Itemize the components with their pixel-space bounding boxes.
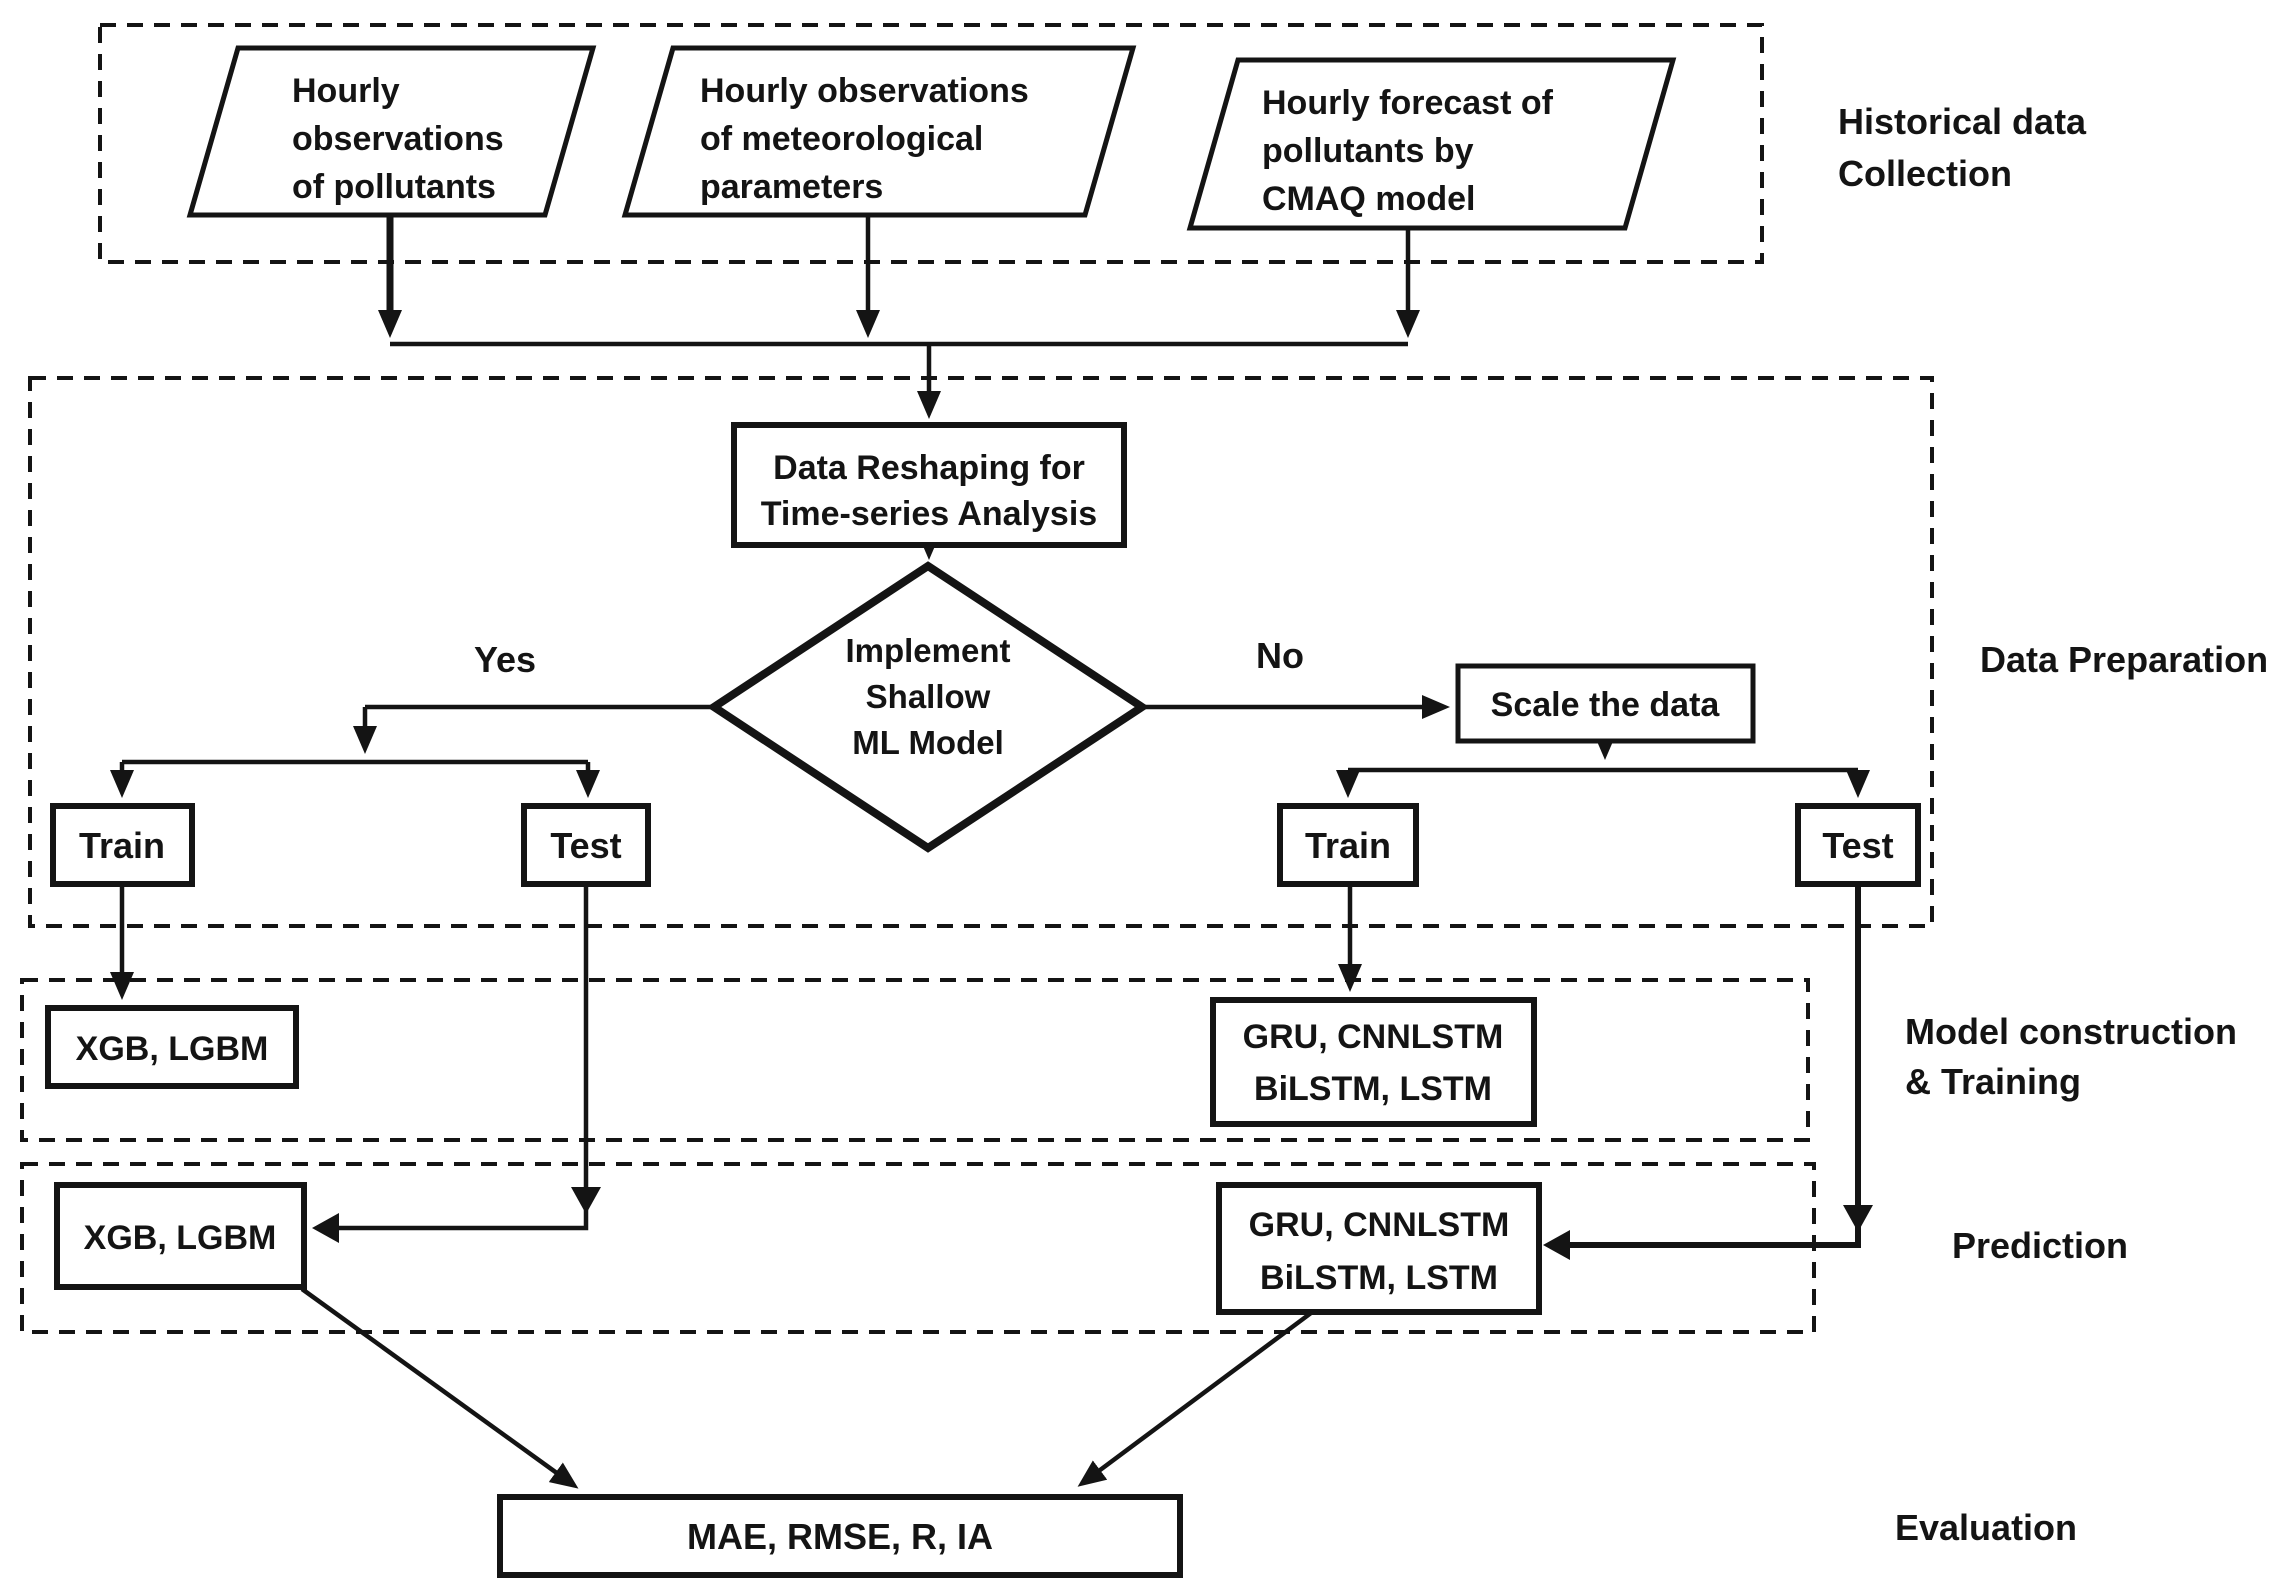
node-train-right: Train: [1277, 803, 1419, 887]
input-cmaq-line2: pollutants by: [1262, 132, 1474, 170]
reshape-line1: Data Reshaping for: [773, 449, 1085, 487]
test-left-left-arrowhead: [312, 1213, 339, 1243]
node-scale: Scale the data: [1455, 663, 1756, 744]
shallow-prediction-box: [54, 1182, 307, 1290]
train-left-label: Train: [79, 825, 165, 866]
edge-xgb-to-evaluation: [300, 1287, 579, 1489]
node-evaluation-metrics: MAE, RMSE, R, IA: [497, 1494, 1183, 1578]
model-construction-label-line2: & Training: [1905, 1061, 2081, 1102]
test-right-label: Test: [1822, 825, 1893, 866]
scale-label: Scale the data: [1491, 686, 1721, 724]
connectors: [110, 215, 1873, 1489]
input-pollutants-line1: Hourly: [292, 72, 400, 110]
scale-box: [1455, 663, 1756, 744]
test-right-box: [1795, 803, 1921, 887]
evaluation-label: Evaluation: [1895, 1507, 2077, 1548]
decision-line2: Shallow: [866, 678, 991, 715]
shallow-training-box: [45, 1005, 299, 1089]
decision-diamond: [706, 561, 1150, 853]
deep-prediction-line1: GRU, CNNLSTM: [1249, 1206, 1510, 1244]
deep-prediction-line2: BiLSTM, LSTM: [1260, 1259, 1498, 1297]
edge-gru-to-evaluation: [1077, 1311, 1313, 1487]
section-frame-data-preparation: [28, 376, 1934, 928]
test-left-label: Test: [550, 825, 621, 866]
parallelogram-cmaq: [1186, 57, 1677, 231]
section-frame-model-construction: [20, 978, 1810, 1142]
node-shallow-models-prediction: XGB, LGBM: [54, 1182, 307, 1290]
historical-label-line1: Historical data: [1838, 101, 2087, 142]
node-deep-models-prediction: GRU, CNNLSTM BiLSTM, LSTM: [1216, 1182, 1542, 1315]
node-shallow-models-training: XGB, LGBM: [45, 1005, 299, 1089]
train-left-box: [50, 803, 195, 887]
data-preparation-label: Data Preparation: [1980, 639, 2268, 680]
node-test-left: Test: [521, 803, 651, 887]
test-right-left-arrowhead: [1543, 1230, 1570, 1260]
reshape-box: [731, 422, 1127, 548]
section-frame-historical: [98, 23, 1764, 264]
deep-training-line2: BiLSTM, LSTM: [1254, 1070, 1492, 1108]
node-train-left: Train: [50, 803, 195, 887]
test-right-down-arrowhead: [1843, 1205, 1873, 1232]
edge-test-right-to-prediction: [1549, 884, 1861, 1248]
input-meteorological-line1: Hourly observations: [700, 72, 1029, 110]
node-input-pollutants: Hourly observations of pollutants: [186, 45, 597, 218]
deep-training-box: [1210, 997, 1537, 1127]
evaluation-box: [497, 1494, 1183, 1578]
evaluation-metrics-label: MAE, RMSE, R, IA: [687, 1516, 993, 1557]
input-pollutants-line2: observations: [292, 120, 504, 158]
node-test-right: Test: [1795, 803, 1921, 887]
model-construction-label-line1: Model construction: [1905, 1011, 2237, 1052]
decision-line3: ML Model: [852, 724, 1004, 761]
node-input-meteorological: Hourly observations of meteorological pa…: [621, 45, 1137, 218]
deep-prediction-box: [1216, 1182, 1542, 1315]
input-meteorological-line3: parameters: [700, 168, 883, 206]
train-right-box: [1277, 803, 1419, 887]
stage-labels: Historical data Collection Data Preparat…: [1838, 101, 2268, 1548]
node-reshape: Data Reshaping for Time-series Analysis: [731, 422, 1127, 548]
input-pollutants-line3: of pollutants: [292, 168, 496, 206]
shallow-prediction-label: XGB, LGBM: [84, 1219, 277, 1257]
input-cmaq-line3: CMAQ model: [1262, 180, 1475, 218]
prediction-label: Prediction: [1952, 1225, 2128, 1266]
parallelogram-pollutants: [186, 45, 597, 218]
edge-test-left-to-prediction: [322, 884, 589, 1231]
reshape-line2: Time-series Analysis: [761, 495, 1097, 533]
test-left-down-arrowhead: [571, 1187, 601, 1214]
node-deep-models-training: GRU, CNNLSTM BiLSTM, LSTM: [1210, 997, 1537, 1127]
shallow-training-label: XGB, LGBM: [76, 1030, 269, 1068]
node-decision: Implement Shallow ML Model: [706, 561, 1150, 853]
decision-line1: Implement: [845, 632, 1010, 669]
historical-label-line2: Collection: [1838, 153, 2012, 194]
deep-training-line1: GRU, CNNLSTM: [1243, 1018, 1504, 1056]
test-left-box: [521, 803, 651, 887]
node-input-cmaq: Hourly forecast of pollutants by CMAQ mo…: [1186, 57, 1677, 231]
parallelogram-meteorological: [621, 45, 1137, 218]
no-label: No: [1256, 635, 1304, 676]
yes-label: Yes: [474, 639, 536, 680]
input-cmaq-line1: Hourly forecast of: [1262, 84, 1554, 122]
train-right-label: Train: [1305, 825, 1391, 866]
input-meteorological-line2: of meteorological: [700, 120, 983, 158]
